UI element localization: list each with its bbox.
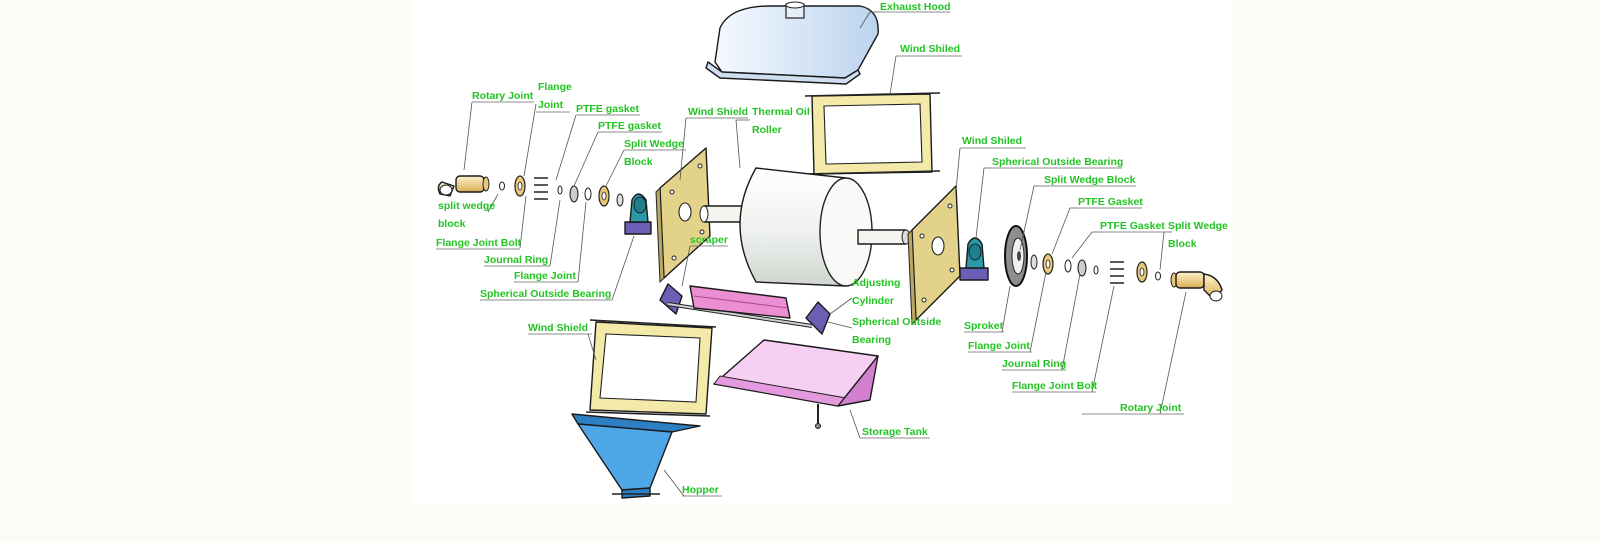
label-hopper: Hopper	[682, 484, 719, 496]
label-split-wedge-block-left-2: Block	[624, 156, 653, 168]
exhaust-hood-part	[705, 1, 879, 85]
sproket-part	[1004, 225, 1028, 287]
label-flange-joint-top-2: Joint	[538, 99, 564, 111]
label-split-wedge-block-right: Split Wedge Block	[1044, 174, 1136, 186]
hopper-part	[571, 413, 701, 499]
label-wind-shield-top: Wind Shiled	[900, 43, 960, 55]
label-adjusting-cylinder-1: Adjusting	[852, 277, 900, 289]
label-spherical-bearing-bottom-2: Bearing	[852, 334, 891, 346]
label-split-wedge-block-far-1: Split Wedge	[1168, 220, 1228, 232]
rotary-joint-left-part	[437, 175, 490, 197]
label-flange-joint-bolt-right: Flange Joint Bolt	[1012, 380, 1098, 392]
label-rotary-joint-left: Rotary Joint	[472, 90, 534, 102]
label-thermal-oil-roller-2: Roller	[752, 124, 782, 136]
label-sproket: Sproket	[964, 320, 1004, 332]
label-wind-shield-bottom: Wind Shield	[528, 322, 588, 334]
small-washers-right	[1030, 253, 1161, 284]
storage-tank-part	[713, 339, 879, 429]
wind-shield-right-plate	[907, 185, 961, 326]
label-split-wedge-block-far-2: Block	[1168, 238, 1197, 250]
label-rotary-joint-right: Rotary Joint	[1120, 402, 1182, 414]
label-ptfe-gasket-right-1: PTFE Gasket	[1078, 196, 1143, 208]
label-split-wedge-block-small-1: split wedge	[438, 200, 495, 212]
label-spherical-bearing-bottom-1: Spherical Outside	[852, 316, 941, 328]
wind-shield-left-plate	[655, 147, 711, 284]
wind-shield-top-part	[804, 92, 941, 175]
label-ptfe-gasket-1: PTFE gasket	[576, 103, 640, 115]
leader-lines	[463, 11, 1187, 497]
label-storage-tank: Storage Tank	[862, 426, 928, 438]
thermal-oil-roller-part	[699, 167, 911, 287]
rotary-joint-right-part	[1170, 271, 1223, 302]
label-flange-joint-bolt-left: Flange Joint Bolt	[436, 237, 522, 249]
label-wind-shield-right: Wind Shiled	[962, 135, 1022, 147]
label-journal-ring-left: Journal Ring	[484, 254, 548, 266]
label-ptfe-gasket-right-2: PTFE Gasket	[1100, 220, 1165, 232]
label-journal-ring-right: Journal Ring	[1002, 358, 1066, 370]
label-flange-joint-right: Flange Joint	[968, 340, 1030, 352]
wind-shield-bottom-part	[585, 319, 717, 417]
label-scraper: scraper	[690, 234, 728, 246]
part-labels: Exhaust Hood Wind Shiled Rotary Joint Fl…	[436, 1, 1228, 497]
small-washers-left	[499, 175, 624, 207]
label-spherical-bearing-left: Spherical Outside Bearing	[480, 288, 611, 300]
label-split-wedge-block-left-1: Split Wedge	[624, 138, 684, 150]
label-ptfe-gasket-2: PTFE gasket	[598, 120, 662, 132]
label-wind-shield-left: Wind Shield	[688, 106, 748, 118]
label-exhaust-hood: Exhaust Hood	[880, 1, 951, 13]
label-flange-joint-left: Flange Joint	[514, 270, 576, 282]
label-thermal-oil-roller-1: Thermal Oil	[752, 106, 810, 118]
label-flange-joint-top-1: Flange	[538, 81, 572, 93]
spherical-bearing-left-part	[624, 193, 652, 235]
label-adjusting-cylinder-2: Cylinder	[852, 295, 894, 307]
scraper-part	[659, 283, 831, 335]
label-spherical-bearing-right-top: Spherical Outside Bearing	[992, 156, 1123, 168]
label-split-wedge-block-small-2: block	[438, 218, 466, 230]
spherical-bearing-right-part	[959, 237, 989, 281]
